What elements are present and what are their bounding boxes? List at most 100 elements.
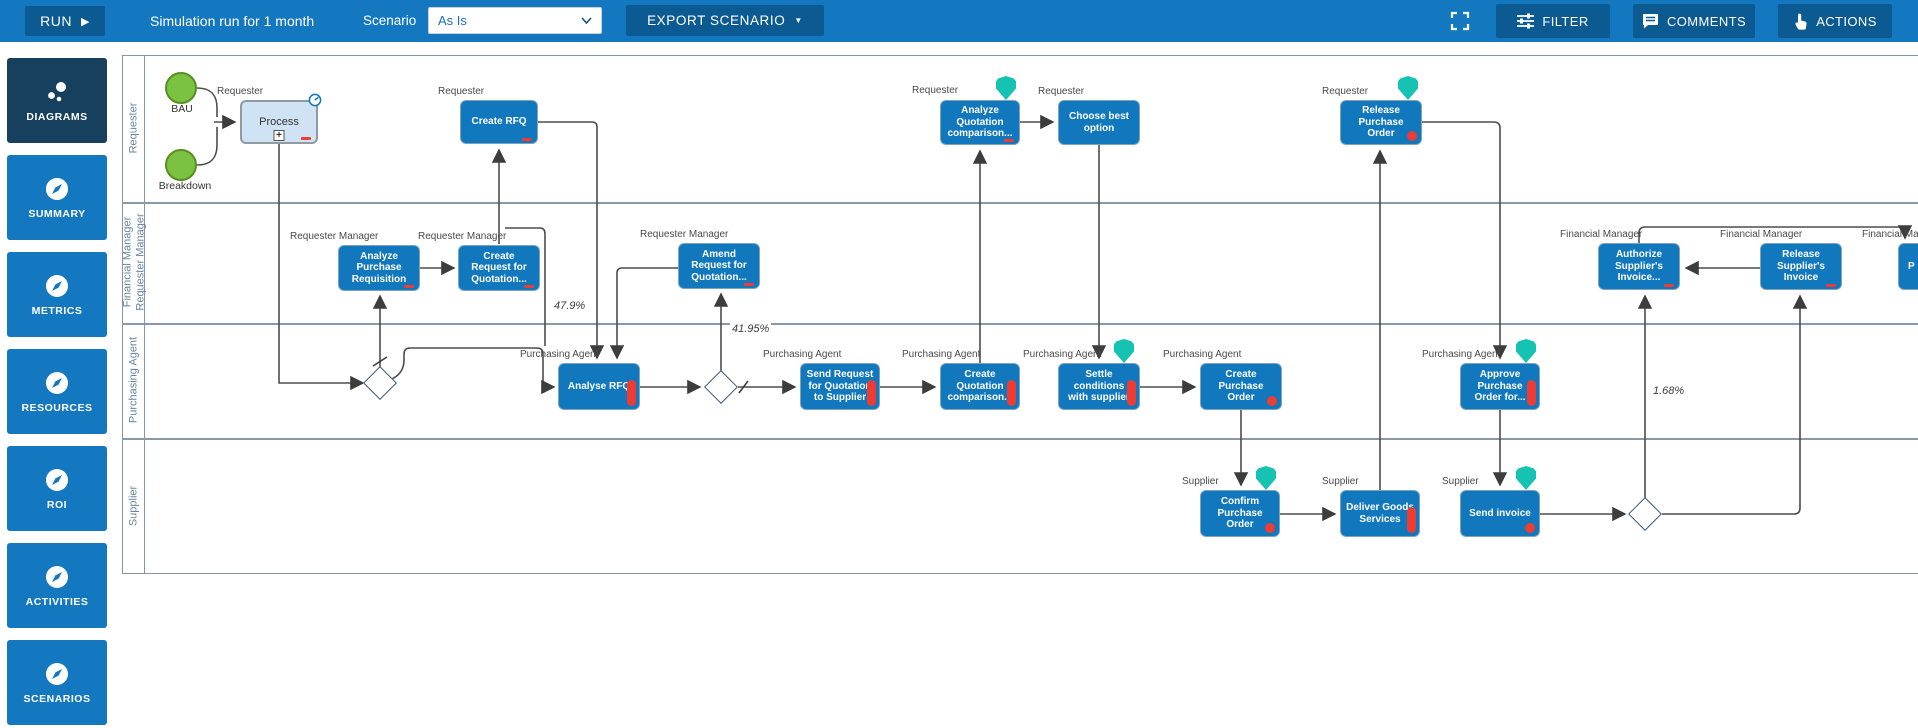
- role-label: Requester: [1038, 86, 1085, 97]
- task-approve-purchase-order[interactable]: Approve Purchase Order for...: [1460, 363, 1540, 410]
- sidebar-item-label: SUMMARY: [28, 207, 86, 220]
- red-bar-marker: [1407, 507, 1416, 533]
- role-label: Requester: [912, 85, 959, 96]
- role-label: Financial Manager: [1720, 229, 1803, 240]
- toolbar: RUN ▶ Simulation run for 1 month Scenari…: [0, 0, 1918, 42]
- role-label: Purchasing Agent: [1163, 349, 1242, 360]
- lane-divider: [122, 438, 1918, 440]
- sidebar-item-label: METRICS: [31, 304, 83, 317]
- actions-button[interactable]: ACTIONS: [1778, 4, 1892, 38]
- task-release-purchase-order[interactable]: Release Purchase Order: [1340, 100, 1422, 145]
- red-dash-marker: [1826, 284, 1836, 287]
- task-create-purchase-order[interactable]: Create Purchase Order: [1200, 363, 1282, 410]
- red-dash-marker: [1664, 284, 1674, 287]
- diagram-canvas: [122, 55, 1918, 574]
- caret-down-icon: ▼: [794, 16, 803, 25]
- task-deliver-goods-services[interactable]: Deliver Goods Services: [1340, 490, 1420, 537]
- filter-sliders-icon: [1517, 13, 1535, 29]
- lane-label-purchasing-agent: Purchasing Agent: [127, 336, 140, 424]
- sidebar-item-summary[interactable]: SUMMARY: [7, 155, 107, 240]
- red-dash-marker: [744, 283, 754, 286]
- task-partial-right-edge[interactable]: P: [1898, 243, 1918, 290]
- sidebar-item-scenarios[interactable]: SCENARIOS: [7, 640, 107, 725]
- red-dash-marker: [522, 138, 532, 141]
- sidebar-item-diagrams[interactable]: DIAGRAMS: [7, 58, 107, 143]
- sidebar-item-label: RESOURCES: [21, 401, 93, 414]
- sidebar-item-label: SCENARIOS: [23, 692, 91, 705]
- filter-button[interactable]: FILTER: [1496, 4, 1610, 38]
- sidebar-item-resources[interactable]: RESOURCES: [7, 349, 107, 434]
- task-send-invoice[interactable]: Send invoice: [1460, 490, 1540, 537]
- role-label: Requester Manager: [418, 231, 507, 242]
- role-label: Requester Manager: [640, 229, 729, 240]
- task-process[interactable]: Process +: [240, 93, 322, 144]
- red-dash-marker: [1004, 139, 1014, 142]
- run-button[interactable]: RUN ▶: [25, 6, 105, 36]
- task-create-request-for-quotation[interactable]: Create Request for Quotation...: [458, 245, 540, 291]
- compass-icon: [46, 468, 68, 491]
- event-label: Breakdown: [158, 180, 212, 192]
- role-label: Purchasing Agent: [1422, 349, 1501, 360]
- shield-icon: [1398, 76, 1418, 100]
- lane-label-supplier: Supplier: [127, 485, 140, 527]
- role-label: Supplier: [1442, 476, 1479, 487]
- task-amend-request-for-quotation[interactable]: Amend Request for Quotation...: [678, 243, 760, 289]
- compass-icon: [46, 662, 68, 685]
- task-release-suppliers-invoice[interactable]: Release Supplier's Invoice: [1760, 243, 1842, 290]
- task-settle-conditions[interactable]: Settle conditions with supplier: [1058, 363, 1140, 410]
- sidebar-item-activities[interactable]: ACTIVITIES: [7, 543, 107, 628]
- comments-button-label: COMMENTS: [1666, 13, 1747, 29]
- task-authorize-suppliers-invoice[interactable]: Authorize Supplier's Invoice...: [1598, 243, 1680, 290]
- export-scenario-button[interactable]: EXPORT SCENARIO ▼: [626, 5, 824, 36]
- task-confirm-purchase-order[interactable]: Confirm Purchase Order: [1200, 490, 1280, 537]
- event-label: BAU: [171, 103, 193, 115]
- red-dot-marker: [1265, 523, 1275, 533]
- start-event-breakdown[interactable]: [165, 149, 197, 181]
- red-bar-marker: [1007, 380, 1016, 406]
- task-analyse-rfq[interactable]: Analyse RFQ: [558, 363, 640, 410]
- play-icon: ▶: [80, 15, 90, 28]
- edge-probability-label: 41.95%: [730, 323, 772, 335]
- shield-icon: [1256, 466, 1276, 490]
- shield-icon: [1516, 339, 1536, 363]
- role-label: Financial Manager: [1560, 229, 1643, 240]
- red-dot-marker: [1407, 131, 1417, 141]
- task-send-request-for-quotation[interactable]: Send Request for Quotation to Supplier: [800, 363, 880, 410]
- lane-divider: [122, 202, 1918, 204]
- pointing-hand-icon: [1795, 13, 1807, 30]
- sidebar-item-roi[interactable]: ROI: [7, 446, 107, 531]
- run-button-label: RUN: [40, 13, 72, 29]
- shield-icon: [996, 76, 1016, 100]
- task-choose-best-option[interactable]: Choose best option: [1058, 100, 1140, 145]
- task-analyze-purchase-requisition[interactable]: Analyze Purchase Requisition: [338, 245, 420, 291]
- scenario-label: Scenario: [363, 13, 417, 28]
- start-event-bau[interactable]: [165, 72, 197, 104]
- lane-label-requester: Requester: [127, 102, 140, 154]
- task-create-quotation-comparison[interactable]: Create Quotation comparison...: [940, 363, 1020, 410]
- red-dash-marker: [524, 285, 534, 288]
- sidebar-item-metrics[interactable]: METRICS: [7, 252, 107, 337]
- sidebar-item-label: DIAGRAMS: [26, 110, 88, 123]
- scenario-select[interactable]: As Is: [428, 7, 602, 34]
- red-bar-marker: [1127, 380, 1136, 406]
- sidebar-item-label: ROI: [46, 498, 68, 511]
- subprocess-expand-icon[interactable]: +: [273, 130, 285, 141]
- task-create-rfq[interactable]: Create RFQ: [460, 100, 538, 144]
- diagram-cluster-icon: [48, 81, 66, 101]
- task-analyze-quotation-comparison[interactable]: Analyze Quotation comparison...: [940, 100, 1020, 145]
- compass-icon: [46, 371, 68, 394]
- simulation-duration-text: Simulation run for 1 month: [150, 13, 315, 29]
- comments-button[interactable]: COMMENTS: [1633, 4, 1755, 38]
- red-dash-marker: [301, 137, 311, 140]
- red-bar-marker: [627, 380, 636, 406]
- filter-button-label: FILTER: [1542, 13, 1589, 29]
- shield-icon: [1114, 339, 1134, 363]
- actions-button-label: ACTIONS: [1816, 13, 1877, 29]
- role-label: Purchasing Agent: [1023, 349, 1102, 360]
- role-label: Requester: [217, 86, 264, 97]
- sidebar-item-label: ACTIVITIES: [25, 595, 89, 608]
- chevron-down-icon: [581, 17, 592, 24]
- role-label: Financial Man: [1862, 229, 1918, 240]
- red-bar-marker: [1527, 380, 1536, 406]
- fullscreen-icon[interactable]: [1450, 11, 1470, 31]
